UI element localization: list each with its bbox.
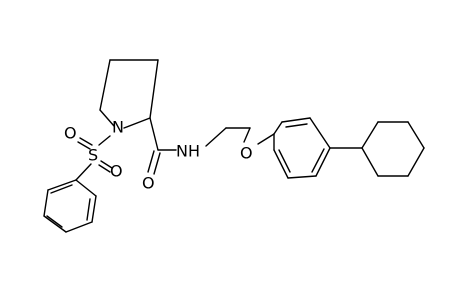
bond-cy-3 [407,121,425,149]
bond-c-o-a [147,150,155,173]
atom-label-s: S [88,146,98,165]
bond-ar-inner-1 [285,123,308,128]
bond-ar-4 [315,147,331,177]
sulfonyl-oxygens-bonds [77,137,113,173]
atom-label-n-ring: N [112,118,124,137]
bond-ring-4 [123,117,151,129]
atom-label-o-ether: O [240,144,253,163]
bond-ar-inner-3 [278,149,291,173]
bond-ph-5 [43,189,49,217]
bond-ring-5 [99,109,115,127]
bond-n-ch2 [205,127,227,147]
bond-cy-6 [361,147,379,177]
atom-label-o-carbonyl: O [142,174,155,193]
bond-o-aryl [257,133,275,145]
atom-label-o-sulfonyl-right: O [110,162,123,181]
phenyl-ring [43,179,97,233]
bond-s-o-right-a [100,160,113,169]
cyclohexane-ring [361,121,425,177]
bond-s-o-top-a [79,137,93,146]
bond-ph-2 [91,195,97,223]
bond-ar-5 [287,175,317,179]
bond-ph-3 [65,221,93,233]
bond-ph-inner-2 [46,215,63,228]
carboxamide-bonds [147,117,177,175]
bond-n-s [98,135,111,146]
pyrrolidine-ring [99,59,159,129]
atom-label-nh-amide: NH [176,142,200,161]
bond-ring-1 [99,59,111,111]
bond-ph-6 [47,179,77,191]
bond-ar-inner-2 [311,148,325,173]
bond-ph-4 [43,215,67,233]
bond-ar-6 [273,149,289,179]
bond-c2-carbonyl [149,117,159,151]
bond-ring-3 [149,59,159,119]
bond-s-phenyl [75,163,92,181]
bond-cy-4 [407,147,425,177]
bond-ar-3 [309,117,331,149]
ethylene-linker [205,127,275,147]
bond-ar-1 [273,121,283,135]
bond-ch2-o [243,127,251,143]
bond-s-o-top-b [77,141,91,150]
bond-s-o-right-b [98,164,111,173]
bond-ph-1 [75,179,97,197]
bond-c-o-b [153,152,161,175]
phenylene-ring [273,117,331,179]
atom-label-o-sulfonyl-top: O [64,124,77,143]
bond-cy-1 [361,121,379,149]
bond-ph-inner-3 [50,184,73,194]
bond-ar-2 [281,117,311,123]
bond-ph-inner-1 [86,198,91,221]
